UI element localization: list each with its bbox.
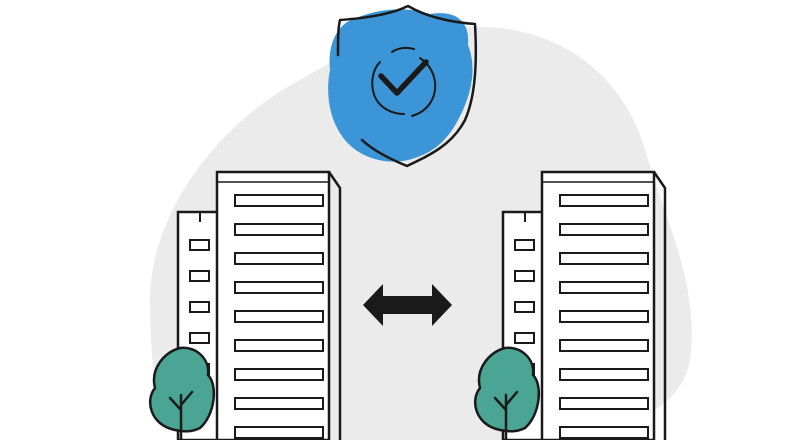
window-band — [234, 281, 324, 294]
main-tower — [215, 170, 331, 440]
tree-trunk — [493, 390, 519, 440]
window-band — [559, 339, 649, 352]
small-window — [514, 301, 535, 313]
window-band — [559, 194, 649, 207]
main-tower-side — [327, 171, 342, 440]
window-band — [559, 368, 649, 381]
tree-canopy — [473, 346, 540, 433]
small-window — [514, 270, 535, 282]
window-band — [234, 339, 324, 352]
small-window — [514, 239, 535, 251]
window-band — [559, 310, 649, 323]
left-building-group — [148, 170, 342, 440]
shield-outline — [336, 4, 478, 168]
window-band — [234, 310, 324, 323]
small-window — [189, 239, 210, 251]
double-arrow-icon — [363, 284, 452, 326]
window-band — [234, 397, 324, 410]
window-band — [559, 397, 649, 410]
main-tower — [540, 170, 656, 440]
window-band — [559, 252, 649, 265]
window-band — [234, 223, 324, 236]
small-window — [189, 332, 210, 344]
main-tower-side — [652, 171, 667, 440]
shield-check-icon — [328, 4, 478, 168]
small-window — [189, 301, 210, 313]
window-band — [559, 281, 649, 294]
shield-ring-arc-right — [411, 57, 437, 117]
shield-ring-arc-left — [371, 61, 405, 115]
tree-canopy — [148, 346, 215, 433]
shield-ring-arc-top — [391, 47, 415, 53]
window-band — [559, 223, 649, 236]
window-band — [234, 252, 324, 265]
small-window — [189, 270, 210, 282]
window-band — [559, 426, 649, 439]
check-mark — [378, 59, 429, 96]
tree-trunk — [168, 390, 194, 440]
back-tower-roof — [503, 211, 526, 222]
window-band — [234, 194, 324, 207]
window-band — [234, 426, 324, 439]
double-arrow-shape — [363, 284, 452, 326]
right-building-group — [473, 170, 667, 440]
window-band — [234, 368, 324, 381]
back-tower-roof — [178, 211, 201, 222]
small-window — [514, 332, 535, 344]
